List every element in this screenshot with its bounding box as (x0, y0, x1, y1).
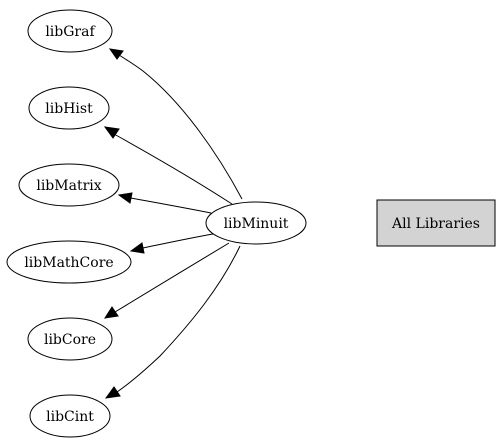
edge-libminuit-libcint (104, 245, 241, 399)
node-libmathcore[interactable]: libMathCore (6, 240, 132, 284)
edge-libminuit-libmathcore (129, 233, 214, 254)
node-libmathcore-label: libMathCore (24, 255, 113, 271)
node-libcore-label: libCore (44, 332, 96, 348)
node-libgraf-label: libGraf (45, 24, 96, 40)
node-libcint-label: libCint (46, 409, 94, 425)
all-libraries-label: All Libraries (391, 216, 480, 232)
node-libhist-label: libHist (45, 101, 93, 117)
node-libcore[interactable]: libCore (27, 317, 113, 361)
edge-libminuit-libmatrix (117, 192, 212, 214)
node-libmatrix-label: libMatrix (36, 178, 101, 194)
all-libraries-button[interactable]: All Libraries (376, 199, 496, 247)
node-libminuit-label: libMinuit (224, 216, 289, 232)
edge-libminuit-libhist (103, 126, 233, 205)
edge-libminuit-libcore (103, 242, 230, 319)
node-libgraf[interactable]: libGraf (27, 9, 113, 53)
node-libcint[interactable]: libCint (29, 394, 111, 438)
edges (103, 48, 243, 399)
node-libmatrix[interactable]: libMatrix (18, 163, 120, 207)
edge-libminuit-libgraf (108, 48, 243, 200)
node-libhist[interactable]: libHist (28, 86, 110, 130)
node-libminuit[interactable]: libMinuit (205, 201, 307, 245)
